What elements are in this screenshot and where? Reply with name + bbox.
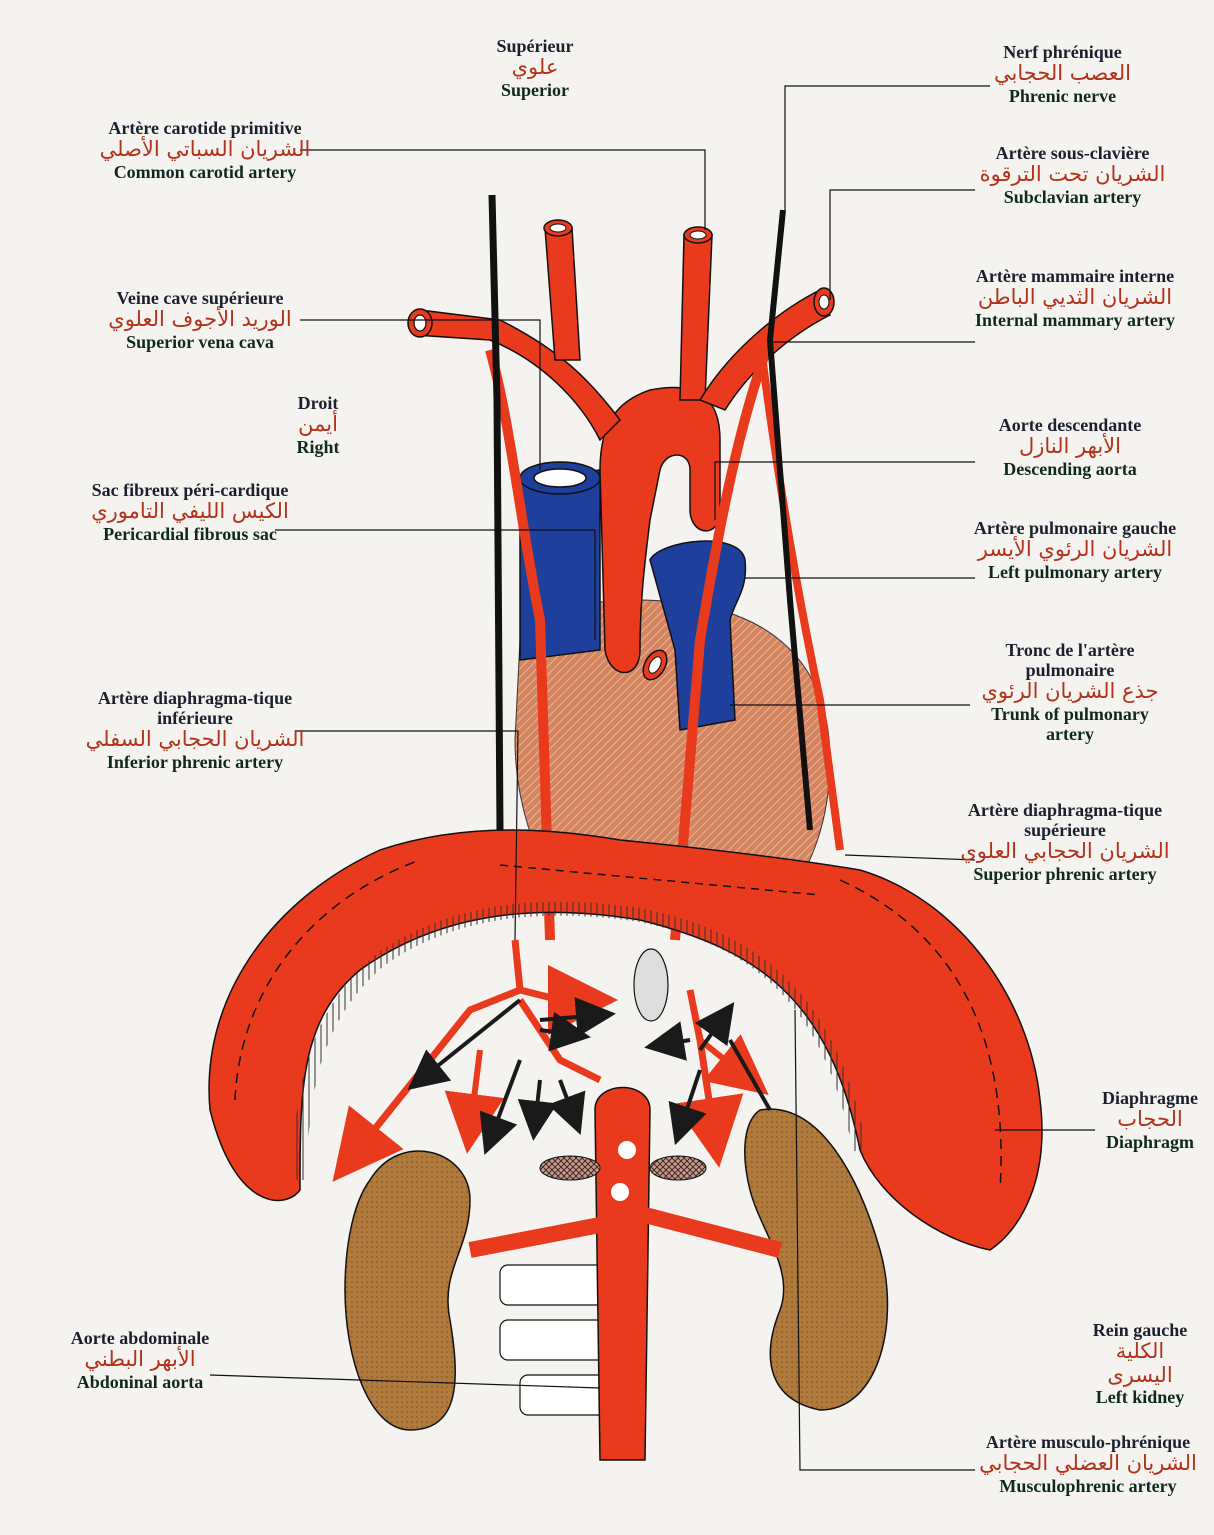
label-musculophrenic: Artère musculo-phrénique الشريان العضلي … — [968, 1432, 1208, 1496]
pulmonary-trunk-en: Trunk of pulmonary artery — [965, 704, 1175, 744]
left-pulmonary-ar: الشريان الرئوي الأيسر — [970, 538, 1180, 562]
superior-phrenic-ar: الشريان الحجابي العلوي — [950, 840, 1180, 864]
label-diaphragm: Diaphragme الحجاب Diaphragm — [1095, 1088, 1205, 1152]
label-descending-aorta: Aorte descendante الأبهر النازل Descendi… — [970, 415, 1170, 479]
label-inferior-phrenic: Artère diaphragma-tique inférieure الشري… — [70, 688, 320, 772]
label-internal-mammary: Artère mammaire interne الشريان الثديي ا… — [975, 266, 1175, 330]
inferior-phrenic-en: Inferior phrenic artery — [70, 752, 320, 772]
orientation-superior: Supérieur علوي Superior — [470, 36, 600, 100]
superior-fr: Supérieur — [470, 36, 600, 56]
label-left-kidney: Rein gauche الكلية اليسرى Left kidney — [1080, 1320, 1200, 1407]
orientation-right: Droit أيمن Right — [268, 393, 368, 457]
descending-aorta-ar: الأبهر النازل — [970, 435, 1170, 459]
right-kidney-shape — [345, 1151, 470, 1430]
left-kidney-ar: الكلية اليسرى — [1080, 1340, 1200, 1387]
inferior-phrenic-fr: Artère diaphragma-tique inférieure — [70, 688, 320, 728]
subclavian-ar: الشريان تحت الترقوة — [965, 163, 1180, 187]
left-pulmonary-en: Left pulmonary artery — [970, 562, 1180, 582]
subclavian-en: Subclavian artery — [965, 187, 1180, 207]
internal-mammary-ar: الشريان الثديي الباطن — [975, 286, 1175, 310]
label-common-carotid: Artère carotide primitive الشريان السبات… — [70, 118, 340, 182]
musculophrenic-ar: الشريان العضلي الحجابي — [968, 1452, 1208, 1476]
musculophrenic-fr: Artère musculo-phrénique — [968, 1432, 1208, 1452]
common-carotid-ar: الشريان السباتي الأصلي — [70, 138, 340, 162]
left-kidney-fr: Rein gauche — [1080, 1320, 1200, 1340]
svc-en: Superior vena cava — [70, 332, 330, 352]
phrenic-nerve-ar: العصب الحجابي — [965, 62, 1160, 86]
pericardial-sac-en: Pericardial fibrous sac — [90, 524, 290, 544]
descending-aorta-en: Descending aorta — [970, 459, 1170, 479]
abdominal-aorta-fr: Aorte abdominale — [50, 1328, 230, 1348]
superior-phrenic-fr: Artère diaphragma-tique supérieure — [950, 800, 1180, 840]
label-superior-phrenic: Artère diaphragma-tique supérieure الشري… — [950, 800, 1180, 884]
abdominal-aorta-en: Abdoninal aorta — [50, 1372, 230, 1392]
diaphragm-fr: Diaphragme — [1095, 1088, 1205, 1108]
musculophrenic-en: Musculophrenic artery — [968, 1476, 1208, 1496]
label-abdominal-aorta: Aorte abdominale الأبهر البطني Abdoninal… — [50, 1328, 230, 1392]
phrenic-nerve-fr: Nerf phrénique — [965, 42, 1160, 62]
pulmonary-trunk-fr: Tronc de l'artère pulmonaire — [965, 640, 1175, 680]
left-pulmonary-fr: Artère pulmonaire gauche — [970, 518, 1180, 538]
internal-mammary-fr: Artère mammaire interne — [975, 266, 1175, 286]
left-kidney-en: Left kidney — [1080, 1387, 1200, 1407]
superior-ar: علوي — [470, 56, 600, 80]
svc-fr: Veine cave supérieure — [70, 288, 330, 308]
abdominal-aorta-ar: الأبهر البطني — [50, 1348, 230, 1372]
internal-mammary-en: Internal mammary artery — [975, 310, 1175, 330]
label-pericardial-sac: Sac fibreux péri-cardique الكيس الليفي ا… — [90, 480, 290, 544]
right-en: Right — [268, 437, 368, 457]
label-svc: Veine cave supérieure الوريد الأجوف العل… — [70, 288, 330, 352]
label-pulmonary-trunk: Tronc de l'artère pulmonaire جذع الشريان… — [965, 640, 1175, 744]
right-ar: أيمن — [268, 413, 368, 437]
pulmonary-trunk-ar: جذع الشريان الرئوي — [965, 680, 1175, 704]
pericardial-sac-ar: الكيس الليفي التاموري — [90, 500, 290, 524]
common-carotid-en: Common carotid artery — [70, 162, 340, 182]
label-left-pulmonary: Artère pulmonaire gauche الشريان الرئوي … — [970, 518, 1180, 582]
phrenic-nerve-en: Phrenic nerve — [965, 86, 1160, 106]
common-carotid-fr: Artère carotide primitive — [70, 118, 340, 138]
superior-en: Superior — [470, 80, 600, 100]
inferior-phrenic-ar: الشريان الحجابي السفلي — [70, 728, 320, 752]
diaphragm-ar: الحجاب — [1095, 1108, 1205, 1132]
descending-aorta-fr: Aorte descendante — [970, 415, 1170, 435]
svc-ar: الوريد الأجوف العلوي — [70, 308, 330, 332]
right-fr: Droit — [268, 393, 368, 413]
label-subclavian: Artère sous-clavière الشريان تحت الترقوة… — [965, 143, 1180, 207]
label-phrenic-nerve: Nerf phrénique العصب الحجابي Phrenic ner… — [965, 42, 1160, 106]
diaphragm-en: Diaphragm — [1095, 1132, 1205, 1152]
subclavian-fr: Artère sous-clavière — [965, 143, 1180, 163]
superior-phrenic-en: Superior phrenic artery — [950, 864, 1180, 884]
pericardial-sac-fr: Sac fibreux péri-cardique — [90, 480, 290, 500]
